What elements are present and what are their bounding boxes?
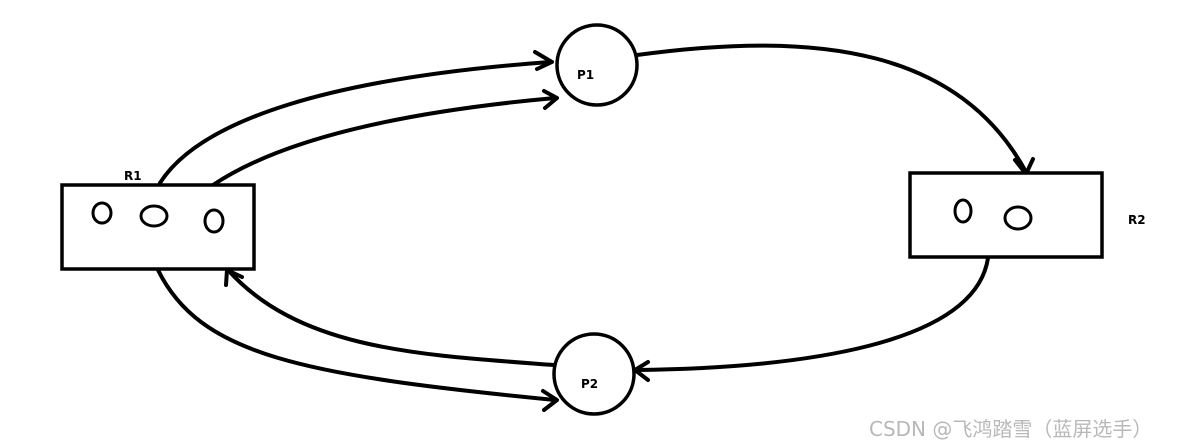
r1-instance-dot [91, 201, 113, 225]
arrowhead-p2-left [541, 389, 559, 412]
arrowhead-p1-upper [533, 50, 554, 71]
label-r2: R2 [1128, 213, 1146, 227]
r2-instance-dot [1003, 205, 1033, 231]
watermark: CSDN @飞鸿踏雪（蓝屏选手） [869, 417, 1152, 441]
edge-r1-to-p1-lower [211, 96, 557, 187]
edge-r2-to-p2 [634, 256, 990, 372]
process-p1-circle [555, 23, 639, 107]
label-p1: P1 [577, 68, 594, 82]
label-p2: P2 [581, 377, 598, 391]
edge-p2-to-r1 [226, 268, 556, 367]
edge-p1-to-r2 [635, 43, 1028, 174]
edge-r1-to-p2 [156, 268, 557, 402]
arrowhead-p1-lower [542, 89, 559, 110]
label-r1: R1 [124, 169, 142, 183]
r1-instance-dot [203, 208, 225, 234]
r1-instance-dot [139, 204, 169, 228]
edge-r1-to-p1-upper [158, 60, 552, 185]
r2-instance-dot [953, 198, 973, 224]
process-p2-circle [552, 332, 636, 416]
